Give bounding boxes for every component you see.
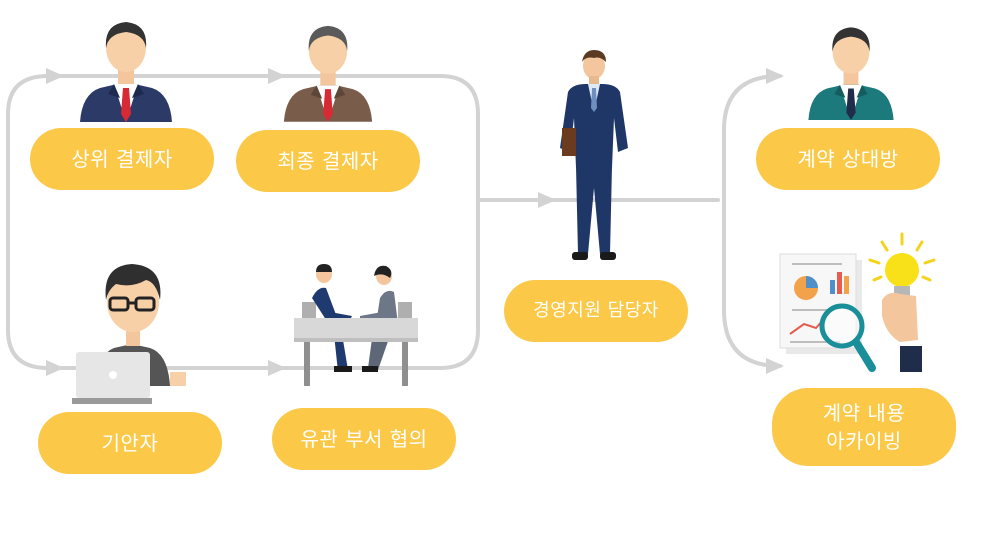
archiving-label-line1: 계약 내용 (822, 401, 906, 425)
dept-consult-label: 유관 부서 협의 (300, 427, 428, 451)
arrow-head (268, 360, 286, 376)
mgmt-support-pill: 경영지원 담당자 (504, 280, 688, 342)
manager-person-icon (283, 25, 373, 122)
mgmt-support-label: 경영지원 담당자 (533, 300, 659, 321)
drafter-label: 기안자 (101, 431, 159, 455)
arrow-head (268, 68, 286, 84)
counterparty-pill: 계약 상대방 (756, 128, 940, 190)
arrow-head (766, 358, 784, 374)
arrow-head (766, 68, 784, 84)
meeting-icon (294, 264, 418, 386)
drafter-laptop-icon (72, 264, 186, 404)
approver-person-icon (80, 22, 172, 122)
dept-consult-pill: 유관 부서 협의 (272, 408, 456, 470)
drafter-pill: 기안자 (38, 412, 222, 474)
counterparty-person-icon (808, 27, 894, 120)
senior-approver-pill: 상위 결제자 (30, 128, 214, 190)
archive-report-icon (779, 232, 936, 372)
counterparty-label: 계약 상대방 (797, 147, 899, 171)
archiving-label-line2: 아카이빙 (826, 429, 902, 453)
final-approver-pill: 최종 결제자 (236, 130, 420, 192)
businessman-icon (560, 50, 628, 260)
arrow-head (538, 192, 556, 208)
final-approver-label: 최종 결제자 (277, 149, 379, 173)
arrow-head (46, 68, 64, 84)
archiving-pill: 계약 내용 아카이빙 (772, 388, 956, 466)
arrow-head (46, 360, 64, 376)
senior-approver-label: 상위 결제자 (71, 147, 173, 171)
